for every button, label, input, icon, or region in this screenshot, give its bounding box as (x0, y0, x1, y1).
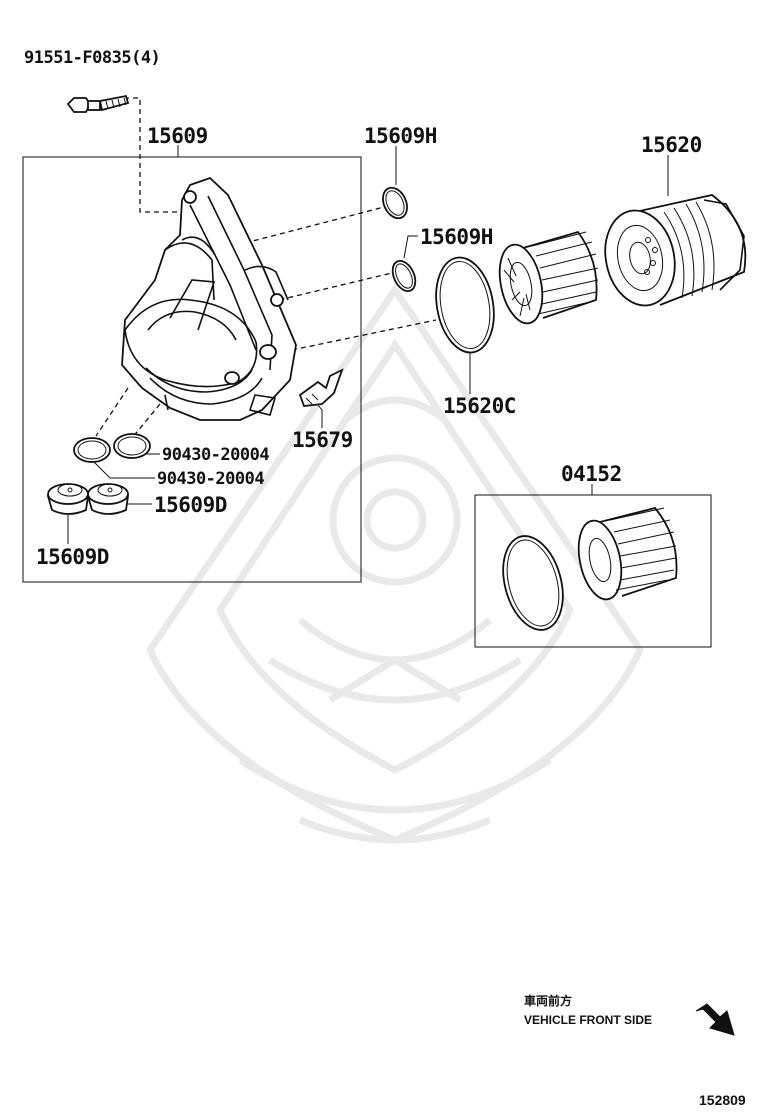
callout-element-kit: 04152 (561, 462, 622, 486)
o-ring-right (113, 433, 151, 459)
callout-cap: 15620 (641, 133, 702, 157)
o-ring-left (73, 437, 111, 463)
filter-cap (604, 194, 747, 307)
callout-plug-right: 15609D (154, 493, 227, 517)
callout-o-ring-a: 90430-20004 (162, 445, 270, 465)
arrow-down-right-icon (695, 1003, 735, 1036)
cap-gasket (435, 256, 495, 354)
element-kit-frame (474, 494, 712, 648)
front-side-label-en: VEHICLE FRONT SIDE (524, 1013, 653, 1027)
callout-housing: 15609 (147, 124, 208, 148)
callout-o-ring-upper: 15609H (364, 124, 437, 148)
callout-plug-left: 15609D (36, 545, 109, 569)
callout-o-ring-middle: 15609H (420, 225, 493, 249)
drain-plug-left (46, 483, 90, 515)
callout-gasket: 15620C (443, 394, 516, 418)
o-ring-middle (391, 259, 417, 293)
samurai-watermark (145, 283, 645, 844)
callout-o-ring-b: 90430-20004 (157, 469, 265, 489)
callout-bolt: 91551-F0835(4) (24, 48, 161, 68)
housing-assembly-frame (22, 156, 362, 583)
assembly-dashes (95, 97, 437, 439)
filter-element (498, 230, 599, 325)
o-ring-upper (382, 186, 408, 220)
drain-plug-right (86, 483, 130, 515)
oil-sensor-clip (298, 368, 344, 407)
diagram-code: 152809 (699, 1092, 746, 1108)
front-side-label-jp: 車両前方 (524, 994, 573, 1008)
oil-filter-housing (121, 176, 297, 421)
element-kit (502, 506, 678, 631)
callout-sensor: 15679 (292, 428, 353, 452)
flange-bolt (66, 94, 130, 113)
